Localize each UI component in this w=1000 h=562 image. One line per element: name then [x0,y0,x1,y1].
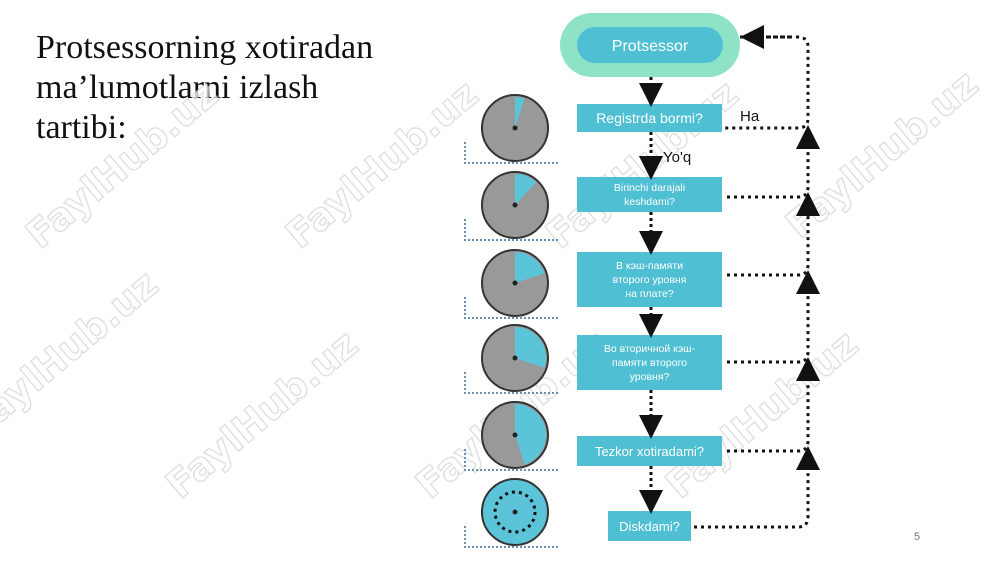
node-disk-label: Diskdami? [619,519,680,534]
page-number: 5 [914,531,921,543]
node-l2-onboard-line-1: В кэш-памяти [616,260,683,272]
node-l1-line-1: Birinchi darajali [614,182,685,194]
title-line-3: tartibi: [36,109,127,146]
clock-6-disk [464,478,560,548]
clock-wedge [515,97,525,128]
node-l2-onboard-line-2: второго уровня [613,274,687,286]
yes-label: Ha [740,108,760,125]
node-ram-label: Tezkor xotiradami? [595,444,704,459]
node-l2-onboard-line-3: на плате? [625,288,674,300]
watermark: FaylHub.uz [538,72,747,257]
node-l2-secondary-line-1: Во вторичной кэш- [604,343,696,355]
clocks [464,94,560,548]
clock-4 [464,324,560,394]
processor-node: Protsessor [560,13,740,77]
node-ram: Tezkor xotiradami? [577,436,722,466]
clock-wedge [515,327,546,368]
clock-wedge [515,174,537,205]
title-line-2: ma’lumotlarni izlash [36,69,319,106]
no-label: Yo'q [663,149,691,166]
node-l2-secondary-line-2: памяти второго [612,357,687,369]
clock-3 [464,249,560,319]
node-l1-line-2: keshdami? [624,196,675,208]
slide-title: Protsessorning xotiradan ma’lumotlarni i… [36,28,436,148]
watermark: FaylHub.uz [0,262,166,447]
processor-label: Protsessor [612,38,689,55]
return-paths [694,35,820,529]
node-registers: Registrda bormi? [577,104,722,132]
clock-1 [464,94,560,164]
node-disk: Diskdami? [608,511,691,541]
clock-wedge [515,404,546,465]
title-line-1: Protsessorning xotiradan [36,29,374,66]
clock-2 [464,171,560,241]
node-l2-onboard: В кэш-памяти второго уровня на плате? [577,252,722,307]
node-registers-label: Registrda bormi? [596,110,703,126]
watermark: FaylHub.uz [278,72,487,257]
node-l2-secondary-line-3: уровня? [630,371,670,383]
node-l1-cache: Birinchi darajali keshdami? [577,177,722,212]
clock-5 [464,401,560,471]
node-l2-secondary: Во вторичной кэш- памяти второго уровня? [577,335,722,390]
clock-wedge [515,252,545,283]
watermark: FaylHub.uz [158,322,367,507]
watermark: FaylHub.uz [18,72,227,257]
